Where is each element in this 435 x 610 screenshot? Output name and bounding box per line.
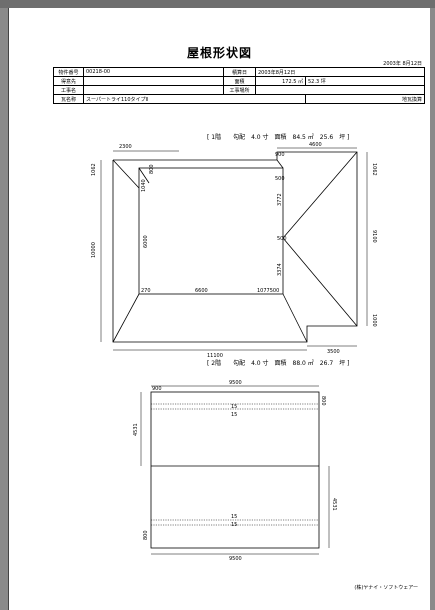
document-title: 屋根形状図	[186, 46, 252, 60]
floor1-header: [ 1階 勾配 4.0 寸 面積 84.5 ㎡ 25.6 坪 ]	[207, 134, 350, 141]
f2-line-label-a: 15	[231, 404, 237, 410]
floor2-dim-labels: 9500 900 800 4531 4531 9500 800 15 15 15…	[133, 380, 337, 562]
f1-dim-right-top: 1062	[371, 163, 377, 176]
f2-dim-left-small: 800	[143, 530, 149, 540]
roof-type: 地瓦換算	[305, 94, 425, 104]
document-date: 2003年 8月12日	[383, 61, 422, 67]
f1-dim-left-top: 1062	[91, 163, 97, 176]
f2-line-label-d: 15	[231, 522, 237, 528]
floor1-dim-lines	[100, 147, 368, 351]
f1-dim-small-top: 900	[275, 152, 285, 158]
f1-dim-top-right: 4600	[309, 142, 322, 148]
f1-dim-inner-left-top: 800	[149, 164, 155, 174]
floor2-dim-lines	[140, 385, 330, 555]
f2-dim-left-v: 4531	[133, 423, 139, 436]
f2-dim-right-v: 4531	[331, 498, 337, 511]
floor2-header: [ 2階 勾配 4.0 寸 面積 88.0 ㎡ 26.7 坪 ]	[207, 360, 350, 367]
f1-dim-top-left: 2300	[119, 144, 132, 150]
f1-dim-bottom-right: 3500	[327, 349, 340, 355]
f1-dim-right-bot: 1000	[371, 314, 377, 327]
f1-dim-inner-left-v: 1040	[141, 179, 147, 192]
f2-dim-top: 9500	[229, 380, 242, 386]
f2-dim-top-left-small: 900	[152, 386, 162, 392]
f2-dim-right-small: 800	[320, 396, 326, 406]
floor2-plan: 9500 900 800 4531 4531 9500 800 15 15 15…	[133, 380, 337, 562]
f1-dim-right-mid: 9100	[371, 230, 377, 243]
floor1-roof-lines	[112, 151, 358, 343]
f2-line-label-b: 15	[231, 412, 237, 418]
f1-dim-inner-r3: 500	[277, 236, 287, 242]
info-row: 瓦名称 スーパートライ110タイプⅡ 地瓦換算	[53, 94, 425, 104]
floor2-roof-lines	[150, 391, 320, 549]
document-page: 屋根形状図 2003年 8月12日 物件番号 00218-00 積算日 2003…	[8, 8, 430, 610]
f1-dim-inner-r1: 500	[275, 176, 285, 182]
f1-dim-inner-left-mid: 6000	[143, 235, 149, 248]
window-top-bar	[0, 0, 435, 8]
floor1-dim-labels: 2300 4600 900 1062 10000 1062 9100 1000 …	[91, 142, 377, 359]
f1-dim-bottom-total: 11100	[207, 353, 223, 359]
copyright-text: (株)ヤナイ・ソフトウェアー	[354, 585, 418, 591]
f2-dim-bottom: 9500	[229, 556, 242, 562]
floor1-plan: 2300 4600 900 1062 10000 1062 9100 1000 …	[91, 142, 377, 359]
f1-dim-inner-r2: 3772	[277, 193, 283, 206]
f1-dim-inner-corner-br: 1077500	[257, 288, 279, 294]
f1-dim-inner-bottom: 6600	[195, 288, 208, 294]
f1-dim-inner-corner-bl: 270	[141, 288, 151, 294]
f2-line-label-c: 15	[231, 514, 237, 520]
f1-dim-inner-r4: 3374	[277, 263, 283, 276]
info-table: 物件番号 00218-00 積算日 2003年8月12日 得意先 面積 172.…	[53, 67, 425, 104]
floor2-dashed-lines	[151, 403, 319, 526]
f1-dim-left-mid: 10000	[91, 242, 97, 258]
